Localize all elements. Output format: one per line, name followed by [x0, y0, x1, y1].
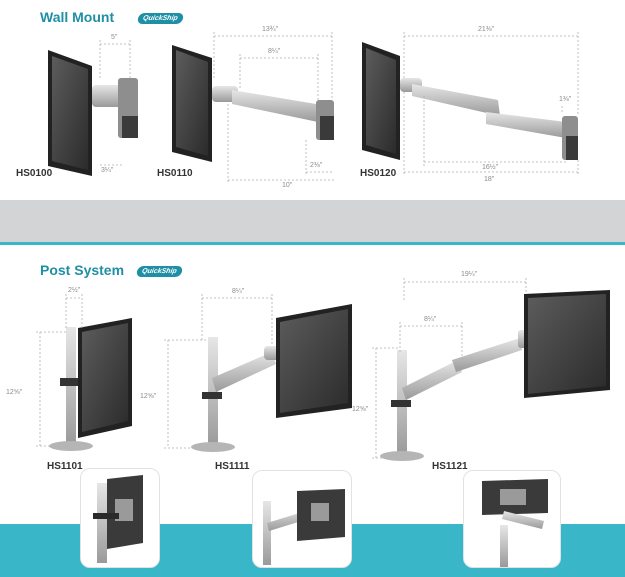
monitor-hs0120	[362, 42, 578, 160]
rear-view-image-hs1101	[93, 475, 143, 563]
dim-hs1111-top: 8¼"	[232, 288, 245, 295]
model-label-hs0120: HS0120	[360, 168, 397, 179]
monitor-hs1111	[191, 304, 352, 452]
dim-hs0120-small: 1⅜"	[559, 96, 572, 103]
section-title-wall-mount: Wall Mount	[40, 9, 115, 25]
section-divider-line	[0, 242, 625, 245]
dim-hs0100-bottom: 3¼"	[101, 167, 114, 174]
monitor-hs1101	[49, 318, 132, 451]
model-label-hs1111: HS1111	[215, 461, 250, 472]
dim-hs1121-inner: 8¼"	[424, 316, 437, 323]
rear-view-image-hs1121	[482, 479, 548, 567]
dim-hs1101-height: 12⅝"	[6, 389, 23, 396]
monitor-hs0100	[48, 50, 138, 176]
dim-hs0110-inner: 8¼"	[268, 48, 281, 55]
dim-hs1111-height: 12⅝"	[140, 393, 157, 400]
rear-view-card-hs1101	[80, 468, 160, 568]
monitor-hs0110	[172, 45, 334, 162]
dim-hs0100-top: 5"	[111, 34, 118, 41]
model-label-hs1101: HS1101	[47, 461, 83, 472]
model-label-hs1121: HS1121	[432, 461, 468, 472]
dim-hs1101-top: 2½"	[68, 287, 81, 294]
rear-view-card-hs1111	[252, 470, 352, 568]
section-divider-band	[0, 200, 625, 242]
dim-hs0120-bottom: 18"	[484, 176, 495, 183]
model-label-hs0110: HS0110	[157, 168, 193, 179]
dim-hs0120-inner: 16½"	[482, 164, 499, 171]
dim-hs1121-height: 12⅝"	[352, 406, 369, 413]
dimension-lines	[36, 32, 579, 459]
dim-hs0120-outer: 21⅜"	[478, 26, 495, 33]
monitor-hs1121	[380, 290, 610, 461]
section-title-post-system: Post System	[40, 262, 125, 278]
rear-view-card-hs1121	[463, 470, 561, 568]
dim-hs1121-outer: 19¼"	[461, 271, 478, 278]
rear-view-image-hs1111	[263, 489, 345, 565]
dim-hs0110-small: 2⅜"	[310, 162, 323, 169]
dim-hs0110-bottom: 10"	[282, 182, 293, 189]
model-label-hs0100: HS0100	[16, 168, 53, 179]
dim-hs0110-outer: 13¾"	[262, 26, 279, 33]
